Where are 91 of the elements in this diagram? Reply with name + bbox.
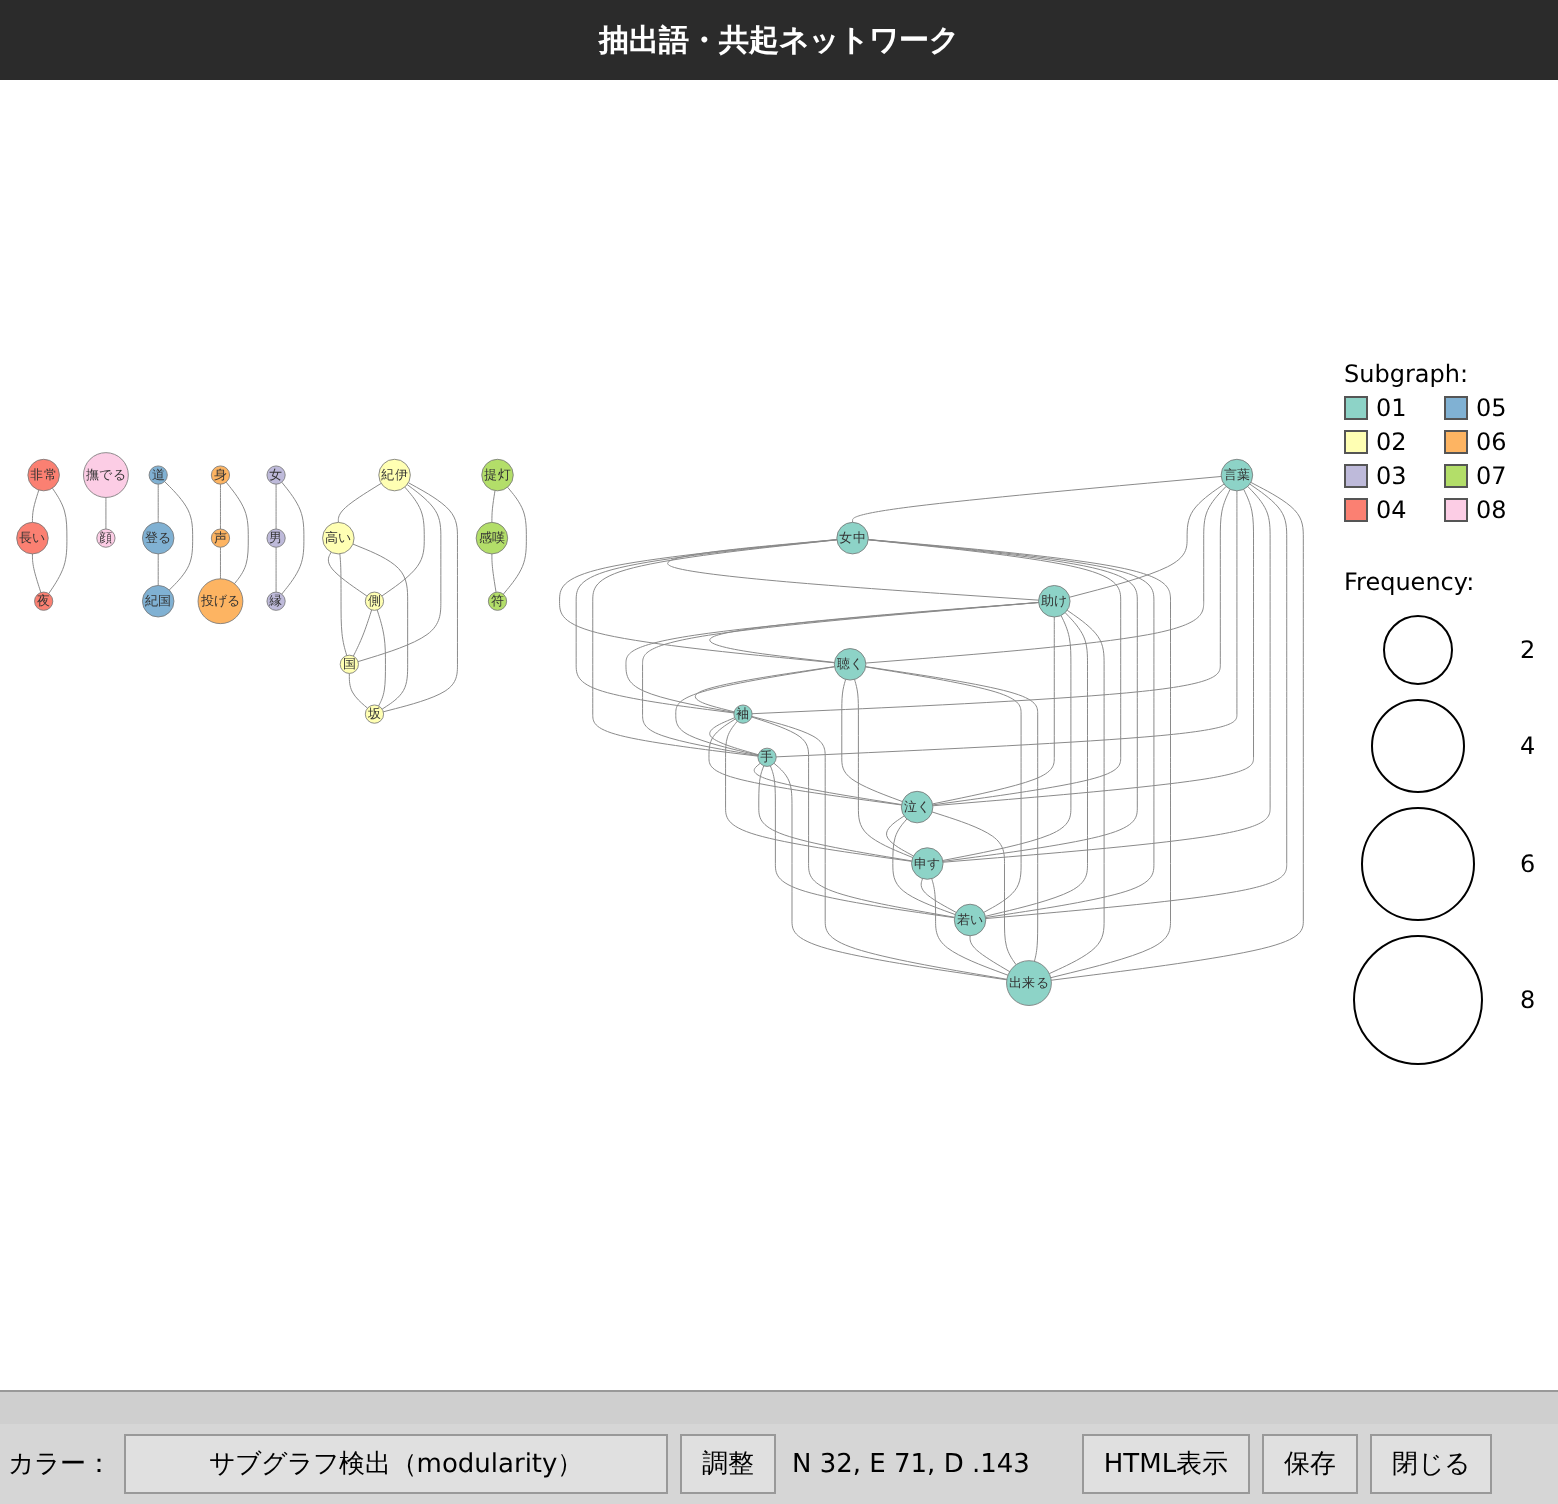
- connector: [339, 554, 348, 657]
- connector: [769, 766, 955, 920]
- connector: [709, 718, 759, 757]
- connector: [1069, 484, 1225, 599]
- connector: [31, 490, 40, 524]
- connector: [708, 719, 902, 807]
- connector: [751, 717, 955, 919]
- connector: [225, 482, 249, 586]
- connector: [642, 603, 1040, 758]
- toolbar-button: HTML表示: [1081, 1434, 1251, 1494]
- connector: [867, 539, 1171, 980]
- connector: [219, 484, 221, 531]
- connector: [667, 540, 1040, 602]
- connector: [867, 540, 1155, 920]
- connector: [867, 540, 1138, 863]
- connector: [281, 482, 305, 596]
- connector: [886, 816, 914, 858]
- connector: [867, 540, 1122, 807]
- legend-label: 01: [1376, 394, 1407, 422]
- connector: [773, 763, 1008, 982]
- connector: [376, 610, 386, 708]
- connector: [1048, 610, 1105, 976]
- connector: [984, 613, 1088, 918]
- connector: [219, 547, 221, 581]
- color-dropdown: サブグラフ検出（modularity）: [124, 1434, 668, 1494]
- connector: [491, 554, 497, 594]
- connector: [275, 484, 277, 531]
- connector: [865, 667, 1022, 914]
- connector: [352, 610, 373, 658]
- connector: [932, 489, 1254, 808]
- toolbar-button: 閉じる: [1370, 1434, 1493, 1494]
- connector: [931, 879, 1009, 977]
- legend-heading: Subgraph:: [1344, 360, 1469, 388]
- legend-label: 04: [1376, 496, 1407, 524]
- connector: [592, 540, 838, 758]
- connector: [892, 819, 956, 916]
- connector: [751, 489, 1231, 716]
- connector: [854, 679, 914, 859]
- connector: [157, 554, 159, 587]
- legend-label: 03: [1376, 462, 1407, 490]
- legend-label: 08: [1476, 496, 1507, 524]
- connector: [725, 721, 913, 863]
- connector: [865, 667, 1039, 963]
- connector: [491, 491, 496, 524]
- connector: [48, 488, 68, 596]
- connector: [931, 812, 1017, 967]
- connector: [841, 679, 903, 803]
- connector: [694, 667, 835, 714]
- connector: [985, 484, 1288, 920]
- connector: [969, 936, 1011, 974]
- legend-label: 06: [1476, 428, 1507, 456]
- connector: [327, 552, 368, 598]
- legend-heading: Frequency:: [1344, 568, 1475, 596]
- connector: [753, 763, 903, 806]
- connector: [751, 716, 1008, 981]
- window-title: 抽出語・共起ネットワーク: [599, 21, 959, 59]
- connector: [337, 483, 382, 524]
- legend-label: 05: [1476, 394, 1507, 422]
- connector: [157, 484, 159, 524]
- connector: [31, 554, 42, 594]
- legend-label: 02: [1376, 428, 1407, 456]
- connector: [352, 544, 409, 711]
- connector: [575, 540, 838, 715]
- connector: [852, 476, 1222, 524]
- toolbar-button: 保存: [1262, 1434, 1359, 1494]
- connector: [775, 491, 1238, 759]
- legend-label: 2: [1520, 636, 1536, 664]
- connector: [1050, 482, 1304, 982]
- connector: [942, 615, 1072, 862]
- connector: [275, 547, 277, 594]
- connector: [382, 483, 458, 714]
- connector: [105, 497, 107, 531]
- connector: [559, 540, 838, 665]
- toolbar-button: 調整: [680, 1434, 776, 1494]
- legend-label: 6: [1520, 850, 1536, 878]
- connector: [920, 879, 957, 914]
- connector: [932, 617, 1055, 806]
- connector: [348, 673, 368, 710]
- connector: [758, 766, 913, 863]
- connector: [164, 482, 194, 592]
- connector: [675, 667, 835, 757]
- connector: [942, 486, 1271, 864]
- connector: [865, 486, 1227, 665]
- network-stats: N 32, E 71, D .143: [792, 1449, 1030, 1479]
- legend-label: 4: [1520, 732, 1536, 760]
- connector: [502, 487, 527, 596]
- color-label: カラー：: [8, 1448, 112, 1482]
- legend-label: 8: [1520, 986, 1536, 1014]
- legend-label: 07: [1476, 462, 1507, 490]
- connector: [381, 487, 425, 598]
- connector: [357, 485, 442, 664]
